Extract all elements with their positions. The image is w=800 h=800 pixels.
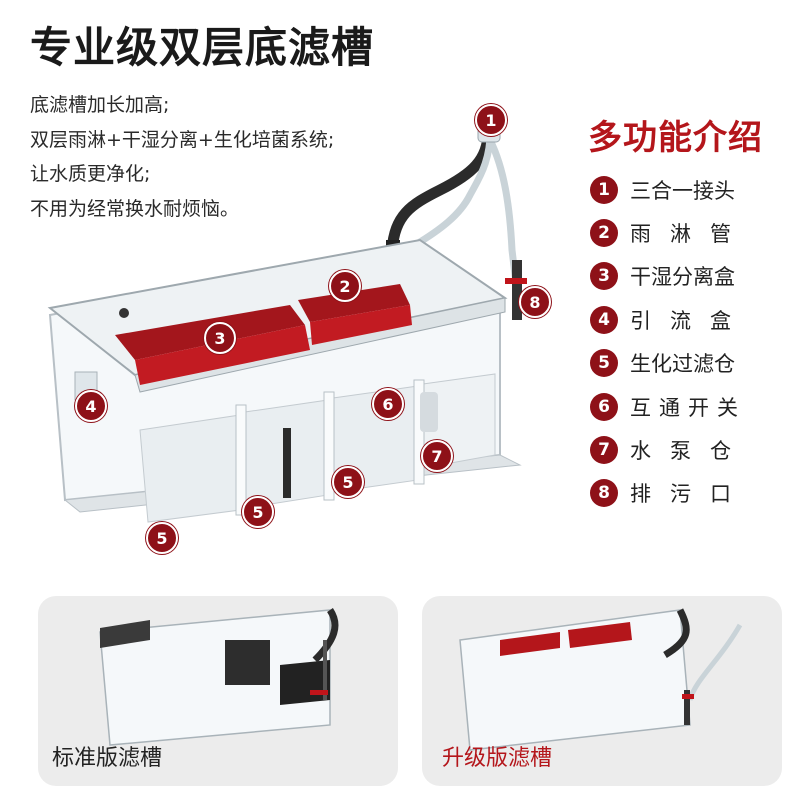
- feature-number: 8: [590, 479, 618, 508]
- upgraded-version-panel: 升级版滤槽: [422, 596, 782, 786]
- feature-label: 雨淋管: [630, 222, 750, 247]
- feature-number: 4: [590, 305, 618, 334]
- marker-1: 1: [475, 104, 507, 136]
- page-title: 专业级双层底滤槽: [30, 23, 375, 72]
- marker-5: 5: [146, 522, 178, 554]
- feature-item: 8 排污口: [590, 472, 754, 515]
- feature-label: 引流盒: [630, 308, 750, 333]
- feature-number: 1: [590, 175, 618, 204]
- description-line: 让水质更净化;: [30, 163, 151, 185]
- feature-number: 5: [590, 349, 618, 378]
- description-line: 双层雨淋+干湿分离+生化培菌系统;: [30, 128, 335, 151]
- features-title: 多功能介绍: [588, 118, 763, 158]
- feature-label: 排污口: [630, 482, 750, 507]
- feature-number: 7: [590, 436, 618, 465]
- marker-7: 7: [421, 440, 453, 472]
- feature-label: 三合一接头: [630, 178, 735, 203]
- feature-number: 2: [590, 219, 618, 248]
- feature-item: 5 生化过滤仓: [590, 342, 754, 385]
- feature-label: 水泵仓: [630, 439, 750, 464]
- description-line: 不用为经常换水耐烦恼。: [30, 197, 240, 220]
- feature-label: 互通开关: [630, 395, 746, 420]
- feature-item: 3 干湿分离盒: [590, 255, 754, 298]
- description-line: 底滤槽加长加高;: [30, 94, 170, 116]
- feature-item: 4 引流盒: [590, 298, 754, 341]
- feature-item: 2 雨淋管: [590, 211, 754, 254]
- feature-item: 1 三合一接头: [590, 168, 754, 211]
- feature-number: 6: [590, 392, 618, 421]
- feature-label: 干湿分离盒: [630, 265, 735, 290]
- standard-version-label: 标准版滤槽: [52, 746, 163, 771]
- features-list: 1 三合一接头 2 雨淋管 3 干湿分离盒 4 引流盒 5 生化过滤仓 6 互通…: [590, 168, 754, 515]
- upgraded-version-label: 升级版滤槽: [442, 746, 553, 771]
- marker-4: 4: [75, 390, 107, 422]
- feature-item: 7 水泵仓: [590, 428, 754, 471]
- marker-5: 5: [332, 466, 364, 498]
- feature-item: 6 互通开关: [590, 385, 754, 428]
- marker-5: 5: [242, 496, 274, 528]
- marker-3: 3: [204, 322, 236, 354]
- marker-8: 8: [519, 286, 551, 318]
- marker-2: 2: [329, 270, 361, 302]
- description-block: 底滤槽加长加高; 双层雨淋+干湿分离+生化培菌系统; 让水质更净化; 不用为经常…: [30, 88, 334, 226]
- feature-label: 生化过滤仓: [630, 352, 735, 377]
- feature-number: 3: [590, 262, 618, 291]
- standard-version-panel: 标准版滤槽: [38, 596, 398, 786]
- marker-6: 6: [372, 388, 404, 420]
